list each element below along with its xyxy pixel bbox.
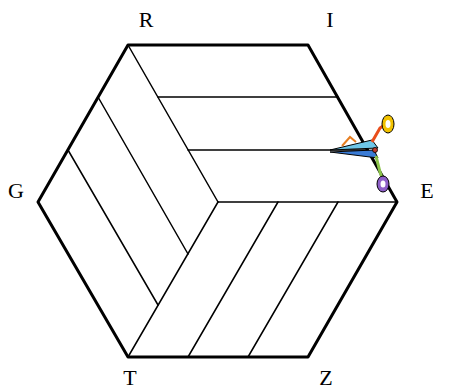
vertex-label: T <box>123 367 136 389</box>
scissors-icon <box>330 115 394 192</box>
vertex-label: G <box>8 180 24 202</box>
vertex-label: Z <box>319 367 332 389</box>
vertex-label: E <box>420 180 433 202</box>
vertex-label: I <box>326 9 333 31</box>
vertex-label: R <box>139 9 154 31</box>
hexagon-outline <box>38 45 397 357</box>
inner-lines <box>68 45 397 357</box>
